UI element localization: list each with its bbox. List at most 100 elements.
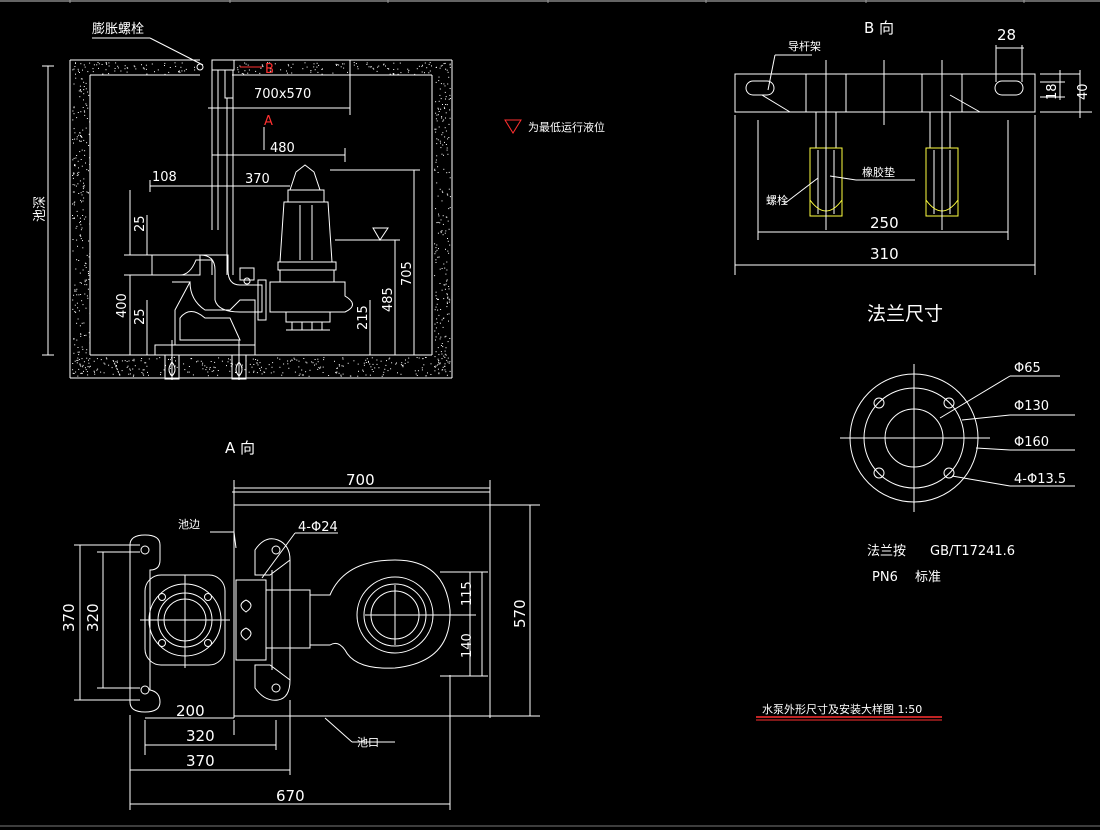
- concrete-speck: [444, 141, 445, 143]
- concrete-speck: [79, 151, 81, 153]
- concrete-speck: [257, 364, 259, 366]
- concrete-speck: [438, 372, 440, 374]
- concrete-speck: [85, 263, 87, 265]
- concrete-speck: [261, 366, 262, 368]
- concrete-speck: [317, 71, 319, 73]
- concrete-speck: [436, 303, 438, 305]
- concrete-speck: [97, 368, 99, 370]
- concrete-speck: [449, 94, 451, 96]
- concrete-speck: [436, 138, 438, 140]
- concrete-speck: [449, 207, 451, 209]
- concrete-speck: [340, 374, 342, 376]
- view-b-title: B 向: [864, 19, 894, 37]
- concrete-speck: [438, 354, 440, 356]
- concrete-speck: [74, 165, 75, 166]
- concrete-speck: [260, 67, 262, 69]
- concrete-speck: [81, 358, 83, 360]
- phi130-label: Φ130: [1014, 399, 1049, 414]
- concrete-speck: [229, 359, 231, 361]
- concrete-speck: [400, 364, 402, 366]
- concrete-speck: [447, 240, 449, 242]
- concrete-speck: [115, 62, 117, 64]
- concrete-speck: [442, 132, 444, 134]
- concrete-speck: [357, 66, 359, 68]
- concrete-speck: [439, 140, 441, 142]
- concrete-speck: [314, 69, 316, 71]
- concrete-speck: [80, 238, 82, 240]
- concrete-speck: [270, 372, 272, 374]
- concrete-speck: [89, 342, 91, 344]
- concrete-speck: [291, 72, 293, 74]
- concrete-speck: [121, 370, 123, 372]
- view-a-title: A 向: [225, 439, 255, 457]
- concrete-speck: [407, 361, 409, 363]
- concrete-speck: [437, 358, 439, 360]
- concrete-speck: [336, 371, 338, 373]
- concrete-speck: [438, 256, 440, 258]
- concrete-speck: [78, 134, 80, 136]
- concrete-speck: [76, 322, 78, 324]
- concrete-speck: [78, 167, 79, 169]
- concrete-speck: [336, 64, 338, 66]
- dim-370-top: 370: [245, 172, 270, 187]
- concrete-speck: [82, 209, 84, 211]
- concrete-speck: [94, 371, 95, 373]
- concrete-speck: [87, 71, 89, 73]
- concrete-speck: [174, 365, 176, 367]
- pool-edge-label: 池边: [178, 518, 200, 531]
- concrete-speck: [442, 120, 444, 122]
- pool-mouth-label: 池口: [357, 736, 379, 749]
- concrete-speck: [105, 62, 107, 64]
- concrete-speck: [365, 359, 367, 361]
- concrete-speck: [83, 86, 85, 87]
- concrete-speck: [80, 335, 82, 337]
- concrete-speck: [309, 369, 311, 371]
- concrete-speck: [85, 216, 87, 218]
- concrete-speck: [434, 128, 436, 130]
- concrete-speck: [445, 371, 447, 373]
- concrete-speck: [286, 70, 287, 72]
- concrete-speck: [443, 317, 445, 319]
- concrete-speck: [74, 311, 76, 313]
- concrete-speck: [437, 232, 439, 234]
- concrete-speck: [138, 368, 140, 370]
- concrete-speck: [310, 71, 312, 73]
- concrete-speck: [447, 71, 449, 73]
- concrete-speck: [443, 355, 445, 357]
- concrete-speck: [269, 70, 271, 72]
- concrete-speck: [76, 174, 78, 176]
- concrete-speck: [83, 197, 85, 199]
- dim-320-bottom: 320: [186, 727, 215, 745]
- concrete-speck: [372, 67, 374, 69]
- concrete-speck: [449, 88, 451, 89]
- concrete-speck: [308, 375, 310, 377]
- concrete-speck: [435, 131, 437, 133]
- concrete-speck: [134, 66, 136, 68]
- concrete-speck: [376, 363, 378, 365]
- concrete-speck: [446, 104, 448, 106]
- concrete-speck: [436, 182, 438, 184]
- concrete-speck: [259, 72, 261, 74]
- concrete-speck: [442, 346, 444, 348]
- concrete-speck: [438, 108, 439, 110]
- concrete-speck: [76, 359, 78, 361]
- concrete-speck: [441, 64, 443, 66]
- concrete-speck: [78, 171, 80, 173]
- concrete-speck: [80, 140, 82, 142]
- concrete-speck: [115, 361, 117, 363]
- concrete-speck: [247, 72, 249, 74]
- concrete-speck: [202, 362, 204, 364]
- concrete-speck: [408, 69, 410, 71]
- concrete-speck: [73, 68, 75, 70]
- concrete-speck: [116, 368, 118, 370]
- concrete-speck: [80, 135, 81, 136]
- concrete-speck: [235, 372, 236, 373]
- concrete-speck: [424, 72, 425, 74]
- concrete-speck: [128, 373, 130, 375]
- concrete-speck: [85, 334, 87, 336]
- concrete-speck: [434, 356, 436, 358]
- concrete-speck: [82, 129, 84, 131]
- concrete-speck: [202, 368, 204, 370]
- concrete-speck: [449, 117, 451, 119]
- concrete-speck: [439, 338, 441, 340]
